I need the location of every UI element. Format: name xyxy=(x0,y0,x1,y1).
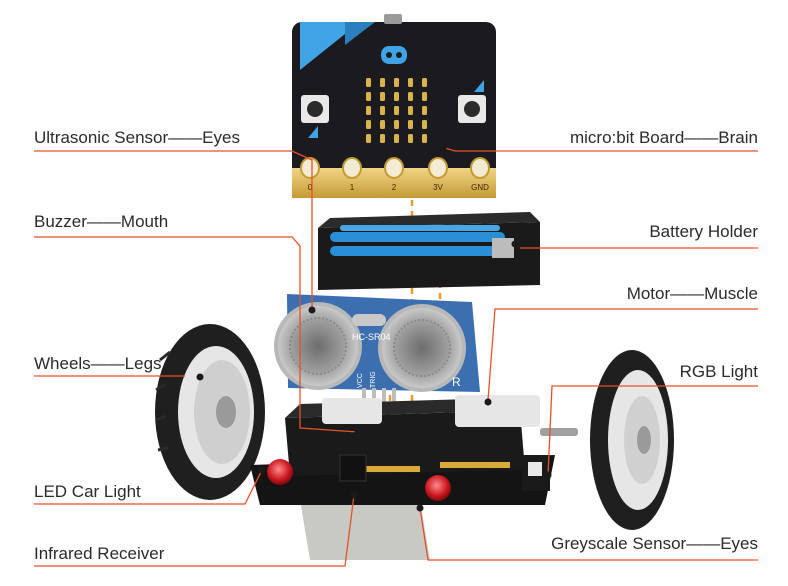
matrix-led xyxy=(408,134,413,143)
edge-pins: 0 1 2 3V GND xyxy=(300,157,490,192)
receiver-lens xyxy=(378,304,466,392)
ultrasonic-sensor: HC-SR04 VCC TRIG R xyxy=(274,294,480,420)
matrix-led xyxy=(366,120,371,129)
matrix-led xyxy=(380,78,385,87)
label-ultrasonic-sensor: Ultrasonic Sensor——Eyes xyxy=(34,128,240,147)
matrix-led xyxy=(422,120,427,129)
led-left xyxy=(267,459,293,485)
pin-hole xyxy=(300,157,320,179)
matrix-led xyxy=(380,134,385,143)
matrix-led xyxy=(380,120,385,129)
matrix-led xyxy=(394,120,399,129)
matrix-led xyxy=(408,120,413,129)
matrix-led xyxy=(408,106,413,115)
microbit-board: 0 1 2 3V GND xyxy=(292,14,496,198)
matrix-led xyxy=(422,92,427,101)
led-matrix xyxy=(366,78,427,143)
matrix-led xyxy=(380,92,385,101)
label-motor: Motor——Muscle xyxy=(626,284,758,303)
right-wheel xyxy=(590,350,674,530)
pin-hole xyxy=(428,157,448,179)
pin-hole xyxy=(342,157,362,179)
pin-label: 2 xyxy=(392,183,397,192)
pin-label: 0 xyxy=(308,183,313,192)
pin-label: 3V xyxy=(433,183,443,192)
pin-label: 1 xyxy=(350,183,355,192)
label-buzzer: Buzzer——Mouth xyxy=(34,212,169,231)
sensor-pin-trig: TRIG xyxy=(370,371,377,388)
left-motor xyxy=(322,398,382,424)
motor-shaft xyxy=(540,428,578,436)
matrix-led xyxy=(394,92,399,101)
pin-hole xyxy=(384,157,404,179)
matrix-led xyxy=(422,134,427,143)
matrix-led xyxy=(366,92,371,101)
matrix-led xyxy=(380,106,385,115)
transmitter-lens xyxy=(274,302,362,390)
matrix-led xyxy=(366,134,371,143)
leader-lines xyxy=(34,147,758,567)
label-battery-holder: Battery Holder xyxy=(649,222,758,241)
label-microbit-board: micro:bit Board——Brain xyxy=(569,128,758,147)
matrix-led xyxy=(394,78,399,87)
matrix-led xyxy=(366,106,371,115)
label-led-car-light: LED Car Light xyxy=(34,482,141,501)
label-greyscale-sensor: Greyscale Sensor——Eyes xyxy=(551,534,758,553)
sensor-pin-vcc: VCC xyxy=(357,373,364,388)
battery-holder xyxy=(318,212,540,290)
buzzer xyxy=(339,454,367,482)
label-wheels: Wheels——Legs xyxy=(34,354,162,373)
sensor-model-text: HC-SR04 xyxy=(352,332,391,342)
pin-hole xyxy=(470,157,490,179)
crystal xyxy=(352,314,386,326)
matrix-led xyxy=(408,78,413,87)
sensor-letter: R xyxy=(452,375,461,389)
button-b xyxy=(458,95,486,123)
matrix-led xyxy=(394,106,399,115)
microbit-logo xyxy=(381,46,407,64)
matrix-led xyxy=(422,78,427,87)
left-wheel xyxy=(155,324,265,500)
label-rgb-light: RGB Light xyxy=(679,362,758,381)
pin-label: GND xyxy=(471,183,489,192)
button-a xyxy=(301,95,329,123)
chassis-base xyxy=(250,395,578,560)
led-right xyxy=(425,475,451,501)
matrix-led xyxy=(422,106,427,115)
leader-dots xyxy=(196,144,552,512)
label-infrared-receiver: Infrared Receiver xyxy=(34,544,165,563)
caster-wheel xyxy=(300,500,430,560)
right-motor xyxy=(455,395,540,427)
matrix-led xyxy=(394,134,399,143)
matrix-led xyxy=(366,78,371,87)
matrix-led xyxy=(408,92,413,101)
usb-port xyxy=(384,14,402,24)
